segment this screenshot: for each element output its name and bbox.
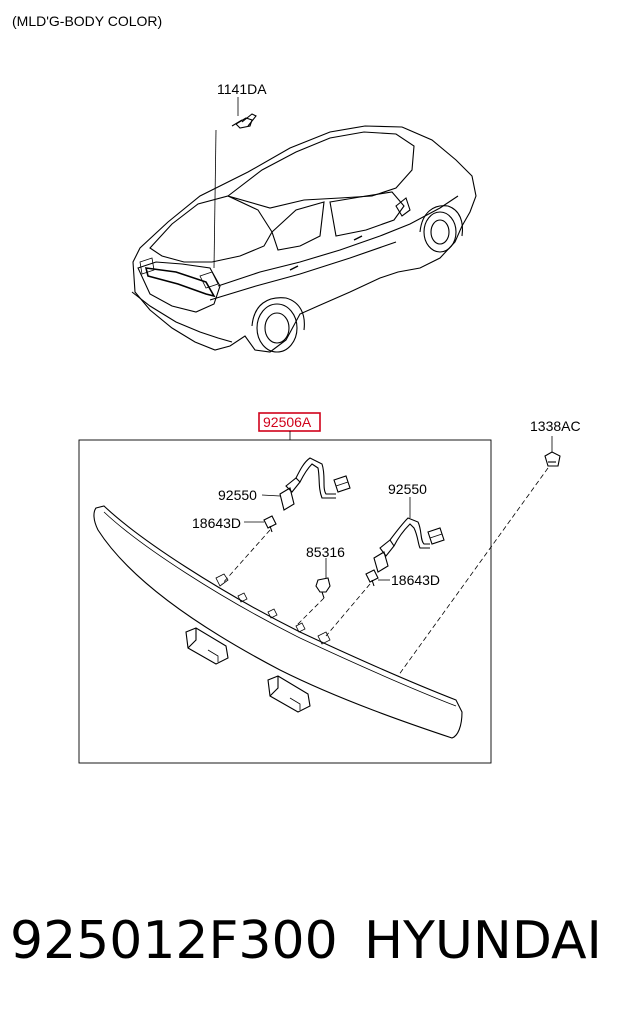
callout-18643d-right: 18643D [391, 572, 440, 588]
part-number: 925012F300 [10, 911, 338, 971]
callout-18643d-left: 18643D [192, 515, 241, 531]
clip-1338ac-icon [544, 451, 561, 467]
license-lamp-left-icon [185, 627, 229, 665]
bulb-left-icon [263, 515, 277, 533]
assembly-frame [78, 439, 492, 764]
assembly-callout-highlight [258, 412, 321, 432]
callout-1141da: 1141DA [217, 81, 267, 97]
bulb-right-icon [365, 569, 379, 587]
callout-1338ac: 1338AC [530, 418, 581, 434]
car-illustration [131, 125, 477, 353]
bolt-1141da-icon [231, 113, 257, 129]
license-lamp-right-icon [267, 675, 311, 713]
callout-92550-left: 92550 [218, 487, 257, 503]
socket-wiring-right [373, 517, 445, 573]
callout-92550-right: 92550 [388, 481, 427, 497]
socket-wiring-left [279, 457, 351, 511]
callout-92506a: 92506A [263, 414, 312, 430]
garnish-moulding [93, 505, 463, 739]
brand-name: HYUNDAI [364, 911, 602, 971]
diagram-note: (MLD'G-BODY COLOR) [12, 13, 162, 29]
center-bulb-icon [315, 577, 331, 599]
callout-85316: 85316 [306, 544, 345, 560]
